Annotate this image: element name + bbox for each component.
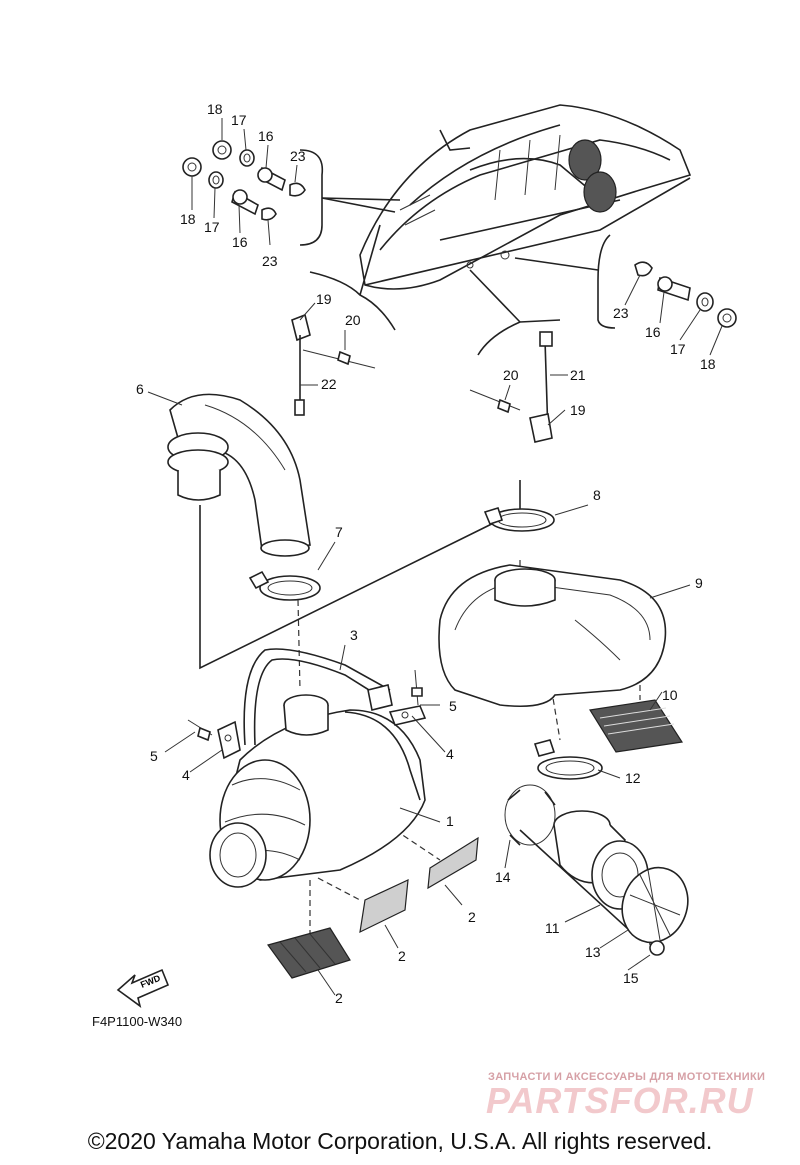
- callout-23b: 23: [262, 253, 278, 269]
- callout-14: 14: [495, 869, 511, 885]
- callout-7: 7: [335, 524, 343, 540]
- callout-19a: 19: [316, 291, 332, 307]
- callout-16c: 16: [645, 324, 661, 340]
- callout-15: 15: [623, 970, 639, 986]
- callout-9: 9: [695, 575, 703, 591]
- callout-5b: 5: [150, 748, 158, 764]
- grille-10: [589, 699, 684, 753]
- callout-17b: 17: [204, 219, 220, 235]
- callout-numbers: 18 17 16 23 18 17 16 23 19 20 22 23 16 1…: [136, 101, 716, 1006]
- brackets-and-rivets-4-5: [187, 669, 427, 760]
- callout-17c: 17: [670, 341, 686, 357]
- assembly-guide-lines: [199, 480, 651, 950]
- drawing-code: F4P1100-W340: [92, 1014, 183, 1029]
- callout-16b: 16: [232, 234, 248, 250]
- copyright-notice: ©2020 Yamaha Motor Corporation, U.S.A. A…: [87, 1128, 713, 1154]
- callout-16a: 16: [258, 128, 274, 144]
- callout-4b: 4: [182, 767, 190, 783]
- callout-1: 1: [446, 813, 454, 829]
- hull-leader-lines: [299, 149, 616, 356]
- intake-pipe-6: [167, 393, 311, 557]
- callout-22: 22: [321, 376, 337, 392]
- resonator-tank-9: [438, 564, 667, 708]
- watermark-brand: PARTSFOR.RU: [486, 1080, 754, 1121]
- callout-19b: 19: [570, 402, 586, 418]
- callout-leaders: [147, 118, 723, 996]
- air-box-1: [209, 694, 426, 888]
- upper-left-fittings: [182, 140, 306, 221]
- callout-23c: 23: [613, 305, 629, 321]
- callout-20a: 20: [345, 312, 361, 328]
- forward-arrow-icon: FWD: [116, 968, 170, 1008]
- pads-2: [267, 836, 479, 979]
- callout-12: 12: [625, 770, 641, 786]
- upper-right-fittings: [634, 261, 737, 328]
- callout-23a: 23: [290, 148, 306, 164]
- callout-2a: 2: [468, 909, 476, 925]
- clamp-8: [483, 507, 555, 532]
- callout-8: 8: [593, 487, 601, 503]
- callout-21: 21: [570, 367, 586, 383]
- bracket-ring-14: [504, 784, 556, 846]
- callout-18b: 18: [180, 211, 196, 227]
- nut-15: [649, 940, 665, 956]
- callout-4a: 4: [446, 746, 454, 762]
- exploded-parts-diagram: FWD 18 17 16 23 18 17 16 23 19 20 22 23 …: [116, 101, 737, 1008]
- callout-18a: 18: [207, 101, 223, 117]
- watermark-tagline: ЗАПЧАСТИ И АКСЕССУАРЫ ДЛЯ МОТОТЕХНИКИ: [488, 1071, 766, 1083]
- callout-3: 3: [350, 627, 358, 643]
- callout-13: 13: [585, 944, 601, 960]
- callout-6: 6: [136, 381, 144, 397]
- callout-11: 11: [545, 920, 560, 936]
- watercraft-hull-drawing: [359, 104, 692, 290]
- callout-5a: 5: [449, 698, 457, 714]
- callout-10: 10: [662, 687, 678, 703]
- callout-2c: 2: [335, 990, 343, 1006]
- callout-20b: 20: [503, 367, 519, 383]
- ties-rivets-clips: [291, 313, 553, 443]
- plate-13: [621, 866, 689, 944]
- callout-18c: 18: [700, 356, 716, 372]
- strap-3: [243, 648, 393, 746]
- clamp-7: [248, 570, 321, 601]
- callout-2b: 2: [398, 948, 406, 964]
- clamp-12: [533, 739, 603, 780]
- callout-17a: 17: [231, 112, 247, 128]
